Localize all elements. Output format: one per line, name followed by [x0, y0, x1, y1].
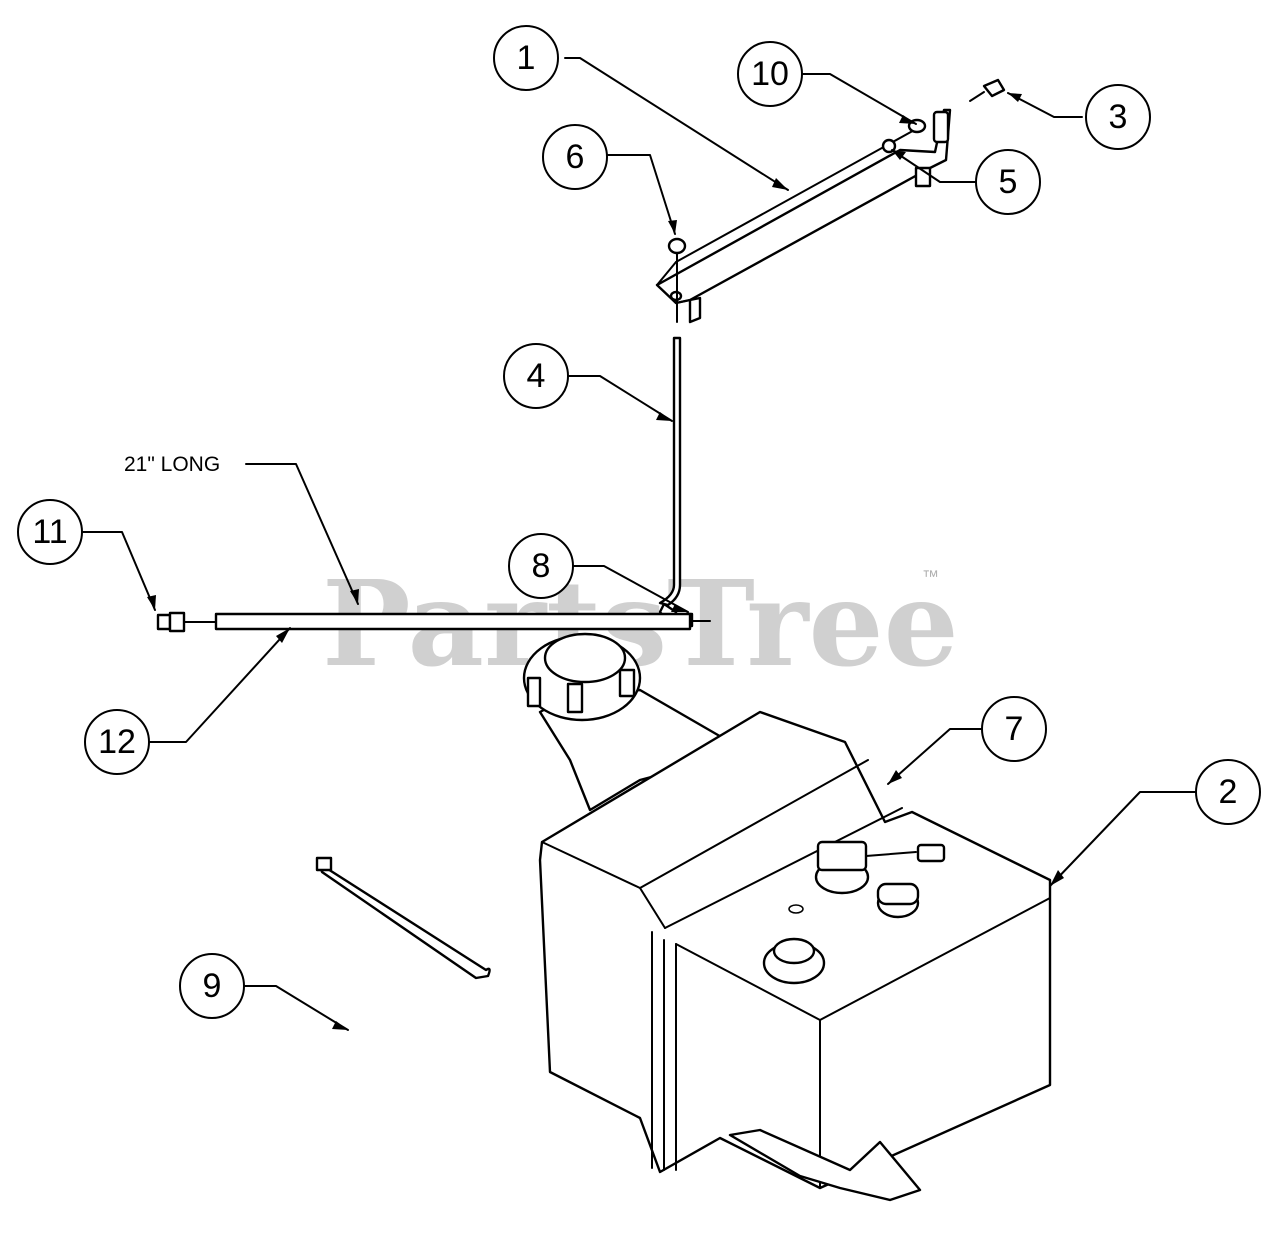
- callout-11: 11: [17, 499, 83, 565]
- callout-3-label: 3: [1109, 98, 1128, 136]
- hose-length-note: 21" LONG: [124, 453, 220, 476]
- callout-6: 6: [542, 124, 608, 190]
- callout-6-label: 6: [566, 138, 585, 176]
- callout-3: 3: [1085, 84, 1151, 150]
- nut-part: [667, 237, 687, 255]
- callout-8-label: 8: [532, 547, 551, 585]
- callout-4: 4: [503, 343, 569, 409]
- callout-11-label: 11: [32, 513, 67, 551]
- hose-part: [214, 612, 692, 631]
- bracket-part: [655, 108, 952, 324]
- callout-10-label: 10: [751, 55, 789, 93]
- callout-12-label: 12: [98, 723, 136, 761]
- callout-2-label: 2: [1219, 773, 1238, 811]
- callout-5-label: 5: [999, 163, 1018, 201]
- callout-12: 12: [84, 709, 150, 775]
- callout-9: 9: [179, 953, 245, 1019]
- callout-10: 10: [737, 41, 803, 107]
- callout-2: 2: [1195, 759, 1261, 825]
- callout-7-label: 7: [1005, 710, 1024, 748]
- callout-1: 1: [493, 25, 559, 91]
- callout-8: 8: [508, 533, 574, 599]
- tie-strap-part: [315, 856, 491, 980]
- callout-5: 5: [975, 149, 1041, 215]
- callout-1-label: 1: [517, 39, 536, 77]
- callout-4-label: 4: [527, 357, 546, 395]
- hose-assembly: [156, 611, 711, 633]
- callout-7: 7: [981, 696, 1047, 762]
- fuel-tank-part: [522, 632, 1052, 1202]
- fitting-part: [156, 613, 172, 631]
- screw-part: [969, 78, 1006, 102]
- watermark-trademark: ™: [922, 567, 939, 586]
- callout-9-label: 9: [203, 967, 222, 1005]
